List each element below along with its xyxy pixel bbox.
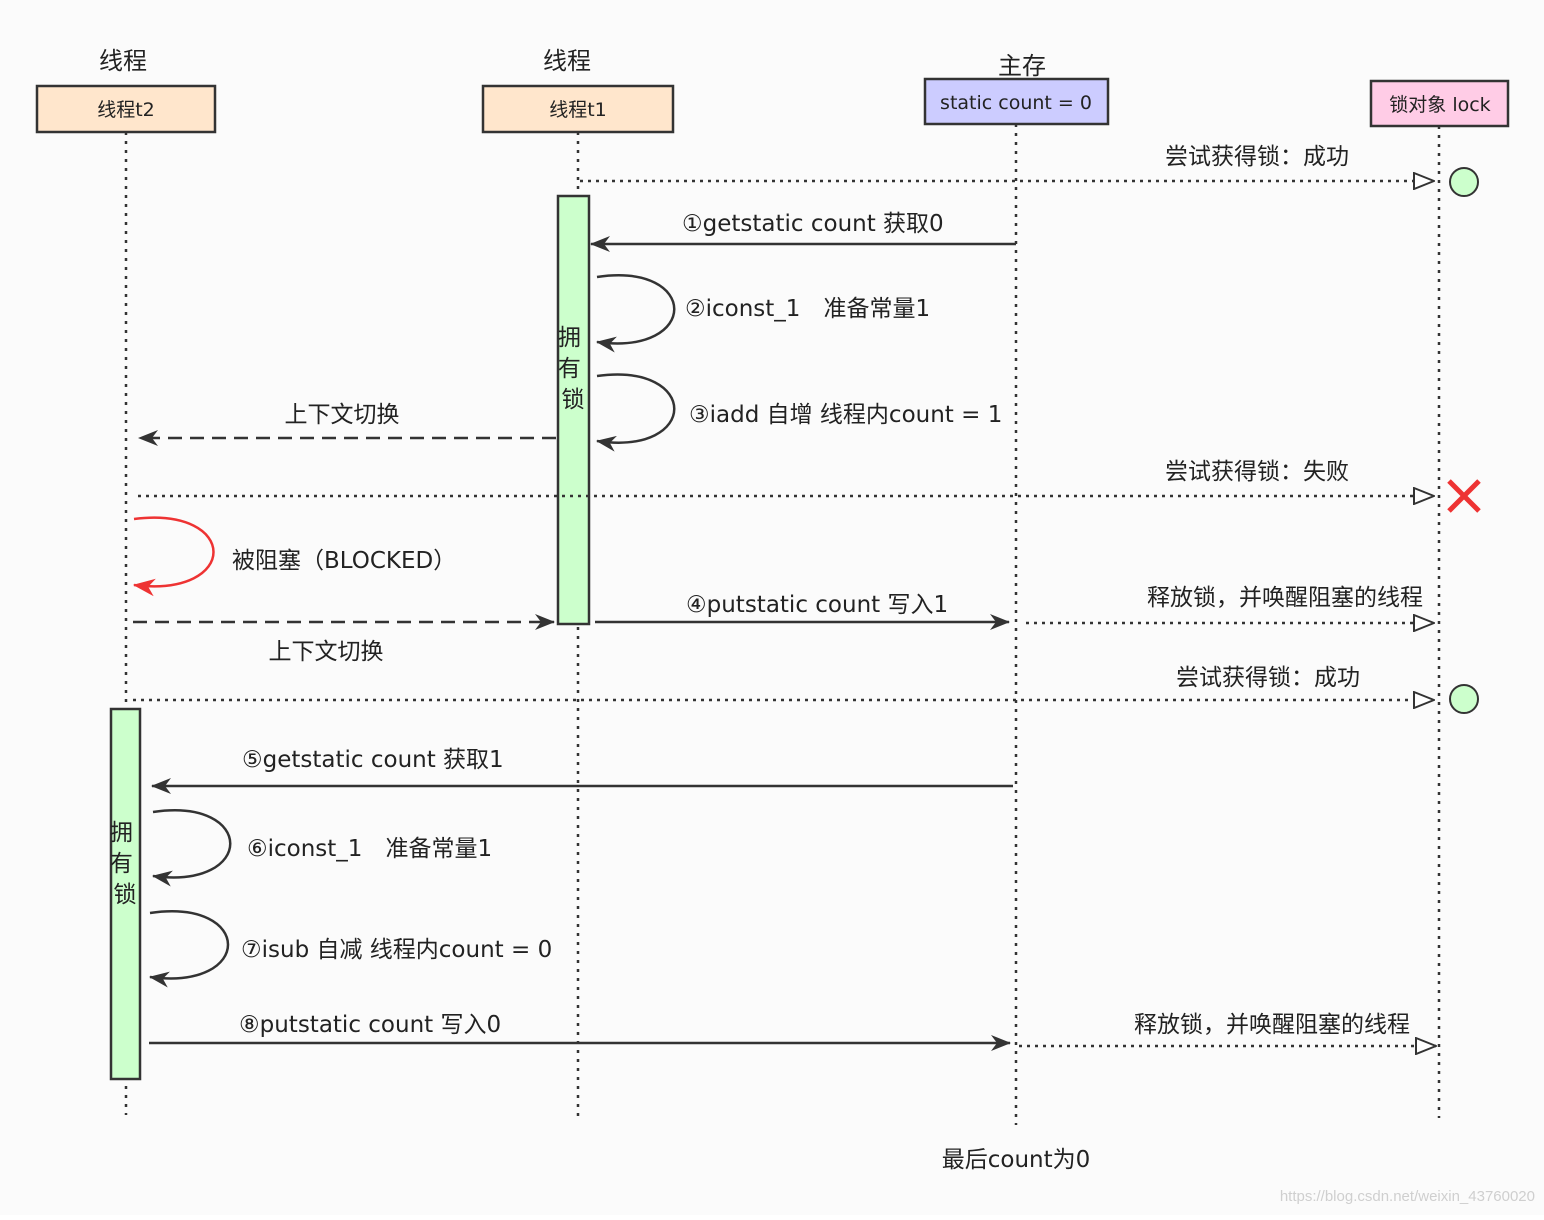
msg-putstatic-0-label: ⑧putstatic count 写入0 xyxy=(239,1012,501,1038)
msg-release-lock-2-label: 释放锁，并唤醒阻塞的线程 xyxy=(1134,1012,1410,1038)
activation-t1-label: 拥 有 锁 xyxy=(558,325,588,413)
msg-iadd-label: ③iadd 自增 线程内count = 1 xyxy=(689,402,1002,428)
msg-blocked-label: 被阻塞（BLOCKED） xyxy=(232,548,456,574)
participant-t1-header: 线程 xyxy=(543,47,591,75)
msg-t1-try-lock: 尝试获得锁：成功 xyxy=(580,144,1434,181)
msg-t1-try-lock-label: 尝试获得锁：成功 xyxy=(1165,144,1349,170)
msg-iconst-2-loop: ⑥iconst_1 准备常量1 xyxy=(152,809,492,887)
participant-t2-header: 线程 xyxy=(99,47,147,75)
msg-context-switch-2: 上下文切换 xyxy=(133,614,555,665)
activation-t2: 拥 有 锁 xyxy=(109,707,142,1081)
participant-t2-label: 线程t2 xyxy=(97,99,155,121)
lock-success-mark-1 xyxy=(1449,167,1479,197)
activation-t2-char-3: 锁 xyxy=(114,882,137,908)
msg-putstatic-1-label: ④putstatic count 写入1 xyxy=(686,592,948,618)
participant-t2-box: 线程t2 xyxy=(35,84,217,134)
msg-iconst-1-loop: ②iconst_1 准备常量1 xyxy=(596,274,930,353)
msg-isub-label: ⑦isub 自减 线程内count = 0 xyxy=(241,937,552,963)
activation-t1-char-2: 有 xyxy=(558,356,581,382)
msg-iconst-1-label: ②iconst_1 准备常量1 xyxy=(685,296,930,322)
participant-t1-box: 线程t1 xyxy=(481,84,675,134)
activation-t1-char-3: 锁 xyxy=(562,387,585,413)
msg-context-switch-1-label: 上下文切换 xyxy=(285,402,400,428)
lock-fail-mark xyxy=(1447,479,1481,513)
msg-release-lock-2: 释放锁，并唤醒阻塞的线程 xyxy=(1019,1012,1436,1046)
footer-result: 最后count为0 xyxy=(942,1147,1091,1173)
msg-putstatic-0: ⑧putstatic count 写入0 xyxy=(149,1012,1011,1051)
participant-memory-box: static count = 0 xyxy=(923,77,1110,126)
msg-isub-loop: ⑦isub 自减 线程内count = 0 xyxy=(149,910,552,988)
participant-memory-label: static count = 0 xyxy=(940,92,1092,114)
msg-getstatic-1-label: ⑤getstatic count 获取1 xyxy=(242,747,504,773)
msg-t2-try-lock-fail: 尝试获得锁：失败 xyxy=(138,459,1434,496)
msg-t2-try-lock-fail-label: 尝试获得锁：失败 xyxy=(1165,459,1349,485)
activation-t2-char-2: 有 xyxy=(110,851,133,877)
msg-getstatic-0: ①getstatic count 获取0 xyxy=(590,211,1016,252)
msg-context-switch-2-label: 上下文切换 xyxy=(269,639,384,665)
msg-iadd-loop: ③iadd 自增 线程内count = 1 xyxy=(596,373,1002,452)
lock-success-mark-2 xyxy=(1449,684,1479,714)
participant-lock-label: 锁对象 lock xyxy=(1389,94,1490,116)
activation-t2-label: 拥 有 锁 xyxy=(110,820,140,908)
msg-putstatic-1: ④putstatic count 写入1 xyxy=(595,592,1010,630)
activation-t2-char-1: 拥 xyxy=(110,820,133,846)
participant-memory-header: 主存 xyxy=(998,52,1046,80)
activation-t1: 拥 有 锁 xyxy=(556,194,591,626)
participant-t1-label: 线程t1 xyxy=(549,99,607,121)
msg-blocked-loop: 被阻塞（BLOCKED） xyxy=(132,516,456,597)
msg-t2-try-lock-ok-label: 尝试获得锁：成功 xyxy=(1176,665,1360,691)
watermark: https://blog.csdn.net/weixin_43760020 xyxy=(1280,1188,1535,1205)
msg-release-lock-1: 释放锁，并唤醒阻塞的线程 xyxy=(1026,585,1434,623)
msg-release-lock-1-label: 释放锁，并唤醒阻塞的线程 xyxy=(1147,585,1423,611)
msg-getstatic-0-label: ①getstatic count 获取0 xyxy=(682,211,944,237)
msg-context-switch-1: 上下文切换 xyxy=(138,402,556,446)
msg-getstatic-1: ⑤getstatic count 获取1 xyxy=(151,747,1013,794)
msg-t2-try-lock-ok: 尝试获得锁：成功 xyxy=(133,665,1434,700)
activation-t1-char-1: 拥 xyxy=(558,325,581,351)
participant-lock-box: 锁对象 lock xyxy=(1369,79,1510,128)
msg-iconst-2-label: ⑥iconst_1 准备常量1 xyxy=(247,836,492,862)
